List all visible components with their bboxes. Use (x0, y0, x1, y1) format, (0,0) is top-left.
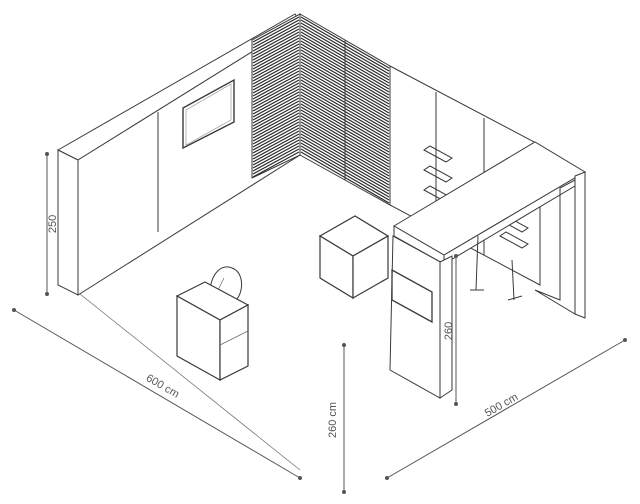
slat (252, 76, 300, 103)
slat (252, 70, 300, 97)
slat (252, 52, 300, 79)
slat (252, 109, 300, 136)
dim-line-depth (386, 339, 626, 479)
slat (252, 139, 300, 166)
slat-wall (251, 13, 391, 206)
slat (252, 19, 300, 46)
slat (252, 103, 300, 130)
slat (252, 16, 300, 43)
dim-label-width: 600 cm (144, 372, 181, 400)
slat (252, 94, 300, 121)
dim-line-width (13, 309, 301, 479)
slat (252, 64, 300, 91)
counter-column (389, 235, 445, 399)
dim-label-counter-height: 260 (443, 322, 455, 340)
slat (252, 58, 300, 85)
slat (252, 88, 300, 115)
cube-seat (318, 215, 390, 300)
shelf (499, 231, 529, 249)
slat (252, 118, 300, 145)
shelf (423, 145, 453, 163)
left-wall (56, 13, 301, 296)
slat (252, 151, 300, 178)
slat (252, 124, 300, 151)
slat (252, 130, 300, 157)
slat (252, 22, 300, 49)
slat (252, 31, 300, 58)
slat (252, 115, 300, 142)
slat (252, 73, 300, 100)
bar-stool (470, 235, 484, 291)
dim-label-height: 260 cm (327, 402, 339, 438)
slat (252, 112, 300, 139)
shelf (423, 165, 453, 183)
slat (252, 79, 300, 106)
slat (252, 40, 300, 67)
slat (252, 97, 300, 124)
slat (252, 34, 300, 61)
slat (252, 37, 300, 64)
slat (252, 100, 300, 127)
dim-label-depth: 500 cm (483, 391, 520, 419)
counter-screen (391, 268, 433, 324)
slat (252, 46, 300, 73)
slat (252, 61, 300, 88)
slat (252, 91, 300, 118)
slat (252, 121, 300, 148)
bar-counter (389, 141, 586, 399)
dimension-lines (12, 152, 627, 494)
slat (252, 133, 300, 160)
slat (252, 82, 300, 109)
slat (252, 55, 300, 82)
slat (252, 145, 300, 172)
dim-label-wall-height: 250 (47, 215, 59, 233)
slat (252, 49, 300, 76)
slat (252, 85, 300, 112)
slat (252, 148, 300, 175)
slat (252, 127, 300, 154)
info-desk (175, 281, 250, 382)
bar-stool (507, 259, 523, 301)
slat (252, 136, 300, 163)
slat (252, 106, 300, 133)
wall-screen (182, 78, 235, 150)
floor (74, 289, 301, 471)
slat (252, 142, 300, 169)
slat (252, 25, 300, 52)
slat (252, 67, 300, 94)
slat (252, 43, 300, 70)
slat (252, 28, 300, 55)
